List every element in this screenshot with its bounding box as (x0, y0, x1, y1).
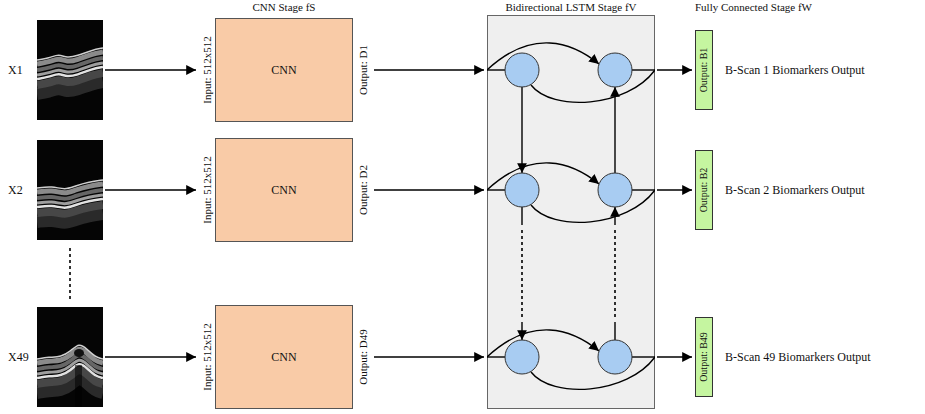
stage-heading: Bidirectional LSTM Stage fV (488, 2, 654, 13)
lstm-wire (531, 357, 655, 389)
flow-arrow (105, 356, 196, 357)
stage-heading: Fully Connected Stage fW (695, 2, 812, 13)
flow-arrow (374, 69, 484, 70)
fluid-pocket (74, 349, 84, 357)
block-label: CNN (271, 351, 296, 363)
lstm-cell (505, 340, 539, 374)
oct-bscan-image: X2 (37, 140, 103, 240)
lstm-wire (632, 69, 655, 70)
ellipsis-dashes (614, 230, 616, 317)
cnn-block: Input: 512x512 CNN Output: D49 (199, 305, 372, 409)
lstm-wire (632, 189, 655, 190)
oct-illustration (37, 140, 103, 240)
lstm-cell (598, 53, 632, 87)
lstm-wire (614, 87, 615, 173)
cnn-block: Input: 512x512 CNN Output: D1 (199, 18, 372, 122)
scan-label: X2 (8, 184, 23, 196)
stage-heading: CNN Stage fS (253, 2, 316, 13)
flow-arrow (374, 189, 484, 190)
lstm-wire (531, 190, 655, 222)
scan-label: X1 (8, 64, 23, 76)
output-label: Output: D49 (357, 329, 368, 384)
block-label: CNN (271, 64, 296, 76)
ellipsis-dashes (69, 248, 71, 300)
lstm-wiring (487, 43, 655, 389)
lstm-wire (487, 189, 505, 190)
oct-bscan-image: X1 (37, 20, 103, 120)
lstm-wire (487, 356, 505, 357)
scan-background (37, 307, 103, 407)
retina-layer (37, 48, 103, 60)
output-label: Output: D1 (357, 45, 368, 95)
flow-arrow (657, 189, 692, 190)
lstm-wire (614, 207, 615, 225)
output-label: Output: D2 (357, 165, 368, 215)
fc-output-box: Output: B49 (695, 317, 713, 397)
oct-illustration (37, 307, 103, 407)
scan-label: X49 (8, 351, 29, 363)
input-size-label: Input: 512x512 (202, 156, 213, 224)
output-label: Output: B49 (699, 332, 709, 382)
lstm-wire (614, 322, 615, 340)
oct-bscan-image: X49 (37, 307, 103, 407)
flow-arrow (657, 69, 692, 70)
retina-layer (37, 180, 103, 189)
lstm-cell (505, 53, 539, 87)
scan-background (37, 140, 103, 240)
lstm-cell (598, 173, 632, 207)
ellipsis-dashes (521, 230, 523, 317)
lstm-wire (487, 69, 505, 70)
flow-arrow (657, 356, 692, 357)
cnn-block: Input: 512x512 CNN Output: D2 (199, 138, 372, 242)
lstm-wire (487, 163, 599, 190)
output-label: Output: B2 (699, 168, 709, 213)
lstm-wire (487, 43, 599, 70)
lstm-wire (531, 70, 655, 102)
flow-arrow (374, 356, 484, 357)
lstm-cell (598, 340, 632, 374)
lstm-wire (521, 322, 522, 340)
lstm-cells (487, 15, 655, 409)
output-caption: B-Scan 49 Biomarkers Output (725, 351, 871, 363)
fc-output-box: Output: B2 (695, 150, 713, 230)
lstm-wire (487, 330, 599, 357)
input-size-label: Input: 512x512 (202, 323, 213, 391)
lstm-wire (521, 207, 522, 225)
output-caption: B-Scan 1 Biomarkers Output (725, 64, 865, 76)
input-size-label: Input: 512x512 (202, 36, 213, 104)
output-label: Output: B1 (699, 48, 709, 93)
lstm-wire (632, 356, 655, 357)
lesion-shadow (75, 365, 82, 407)
flow-arrow (105, 69, 196, 70)
flow-arrow (105, 189, 196, 190)
block-label: CNN (271, 184, 296, 196)
lstm-region: Bidirectional LSTM Stage fV (487, 15, 655, 409)
output-caption: B-Scan 2 Biomarkers Output (725, 184, 865, 196)
oct-illustration (37, 20, 103, 120)
lstm-wire (521, 87, 522, 173)
lstm-cell (505, 173, 539, 207)
scan-background (37, 20, 103, 120)
fc-output-box: Output: B1 (695, 30, 713, 110)
retina-layer (37, 345, 103, 359)
